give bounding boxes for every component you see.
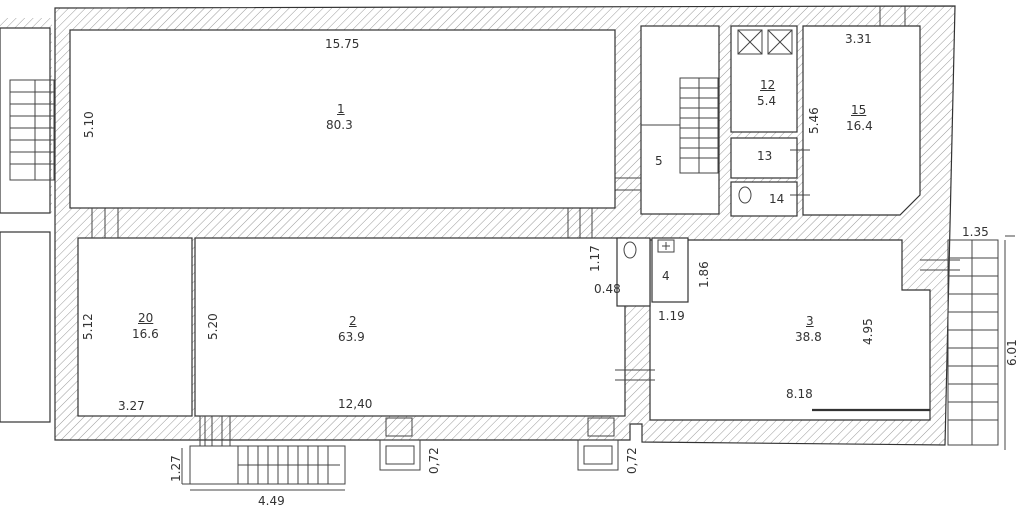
room-3 bbox=[649, 239, 931, 421]
left-stair-room bbox=[0, 27, 51, 214]
vent-shafts bbox=[737, 29, 793, 55]
room-2 bbox=[194, 237, 626, 417]
left-stairs bbox=[9, 79, 55, 181]
room-4 bbox=[651, 237, 689, 303]
room-14 bbox=[730, 181, 798, 217]
exterior-stairs bbox=[947, 239, 1006, 450]
room-15 bbox=[802, 25, 921, 216]
room-13 bbox=[730, 137, 798, 179]
room-20 bbox=[77, 237, 193, 417]
corridor bbox=[616, 237, 651, 307]
room5-stairs bbox=[641, 77, 719, 174]
bath-fixtures bbox=[623, 186, 752, 259]
room-1 bbox=[69, 29, 616, 209]
openings bbox=[91, 6, 960, 381]
dimension-lines bbox=[181, 235, 1015, 491]
left-wall-lower bbox=[0, 231, 51, 423]
room-12 bbox=[730, 25, 798, 133]
entry-stairs bbox=[182, 415, 346, 485]
light-pits bbox=[379, 417, 619, 471]
